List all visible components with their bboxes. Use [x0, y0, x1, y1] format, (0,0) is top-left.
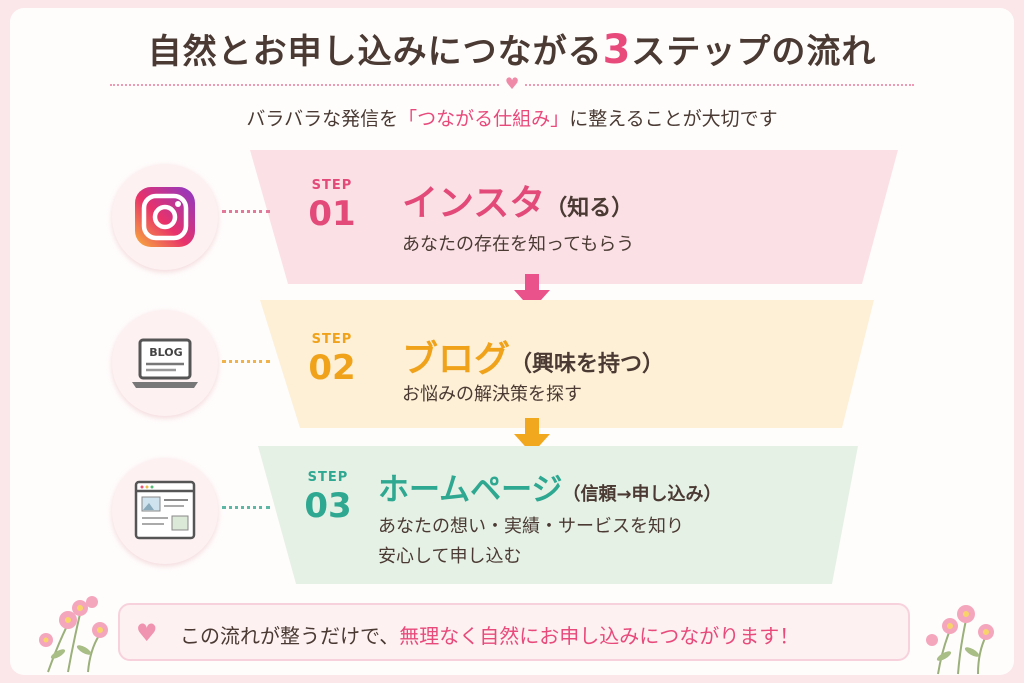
blog-icon-text: BLOG [149, 346, 183, 359]
divider-heart-icon: ♥ [500, 74, 524, 93]
blog-laptop-icon [132, 338, 198, 388]
heart-icon: ♥ [136, 619, 158, 647]
step-2-number: 02 [308, 348, 356, 388]
step-3-description-1: あなたの想い・実績・サービスを知り [378, 516, 684, 537]
step-3-band: STEP 03 ホームページ（信頼→申し込み） あなたの想い・実績・サービスを知… [0, 446, 1024, 584]
step-3-heading: ホームページ（信頼→申し込み） [378, 472, 722, 508]
step-1-icon-circle [112, 164, 218, 270]
step-3-icon-circle [112, 458, 218, 564]
step-1-band: STEP 01 インスタ（知る） あなたの存在を知ってもらう [0, 150, 1024, 284]
step-2-band-shape [260, 300, 874, 428]
arrow-down-icon-2 [514, 418, 550, 454]
step-1-band-shape [250, 150, 898, 284]
step-2-label: STEP [311, 332, 353, 347]
bottom-message: この流れが整うだけで、無理なく自然にお申し込みにつながります！ [180, 624, 800, 648]
step-1-connector [222, 210, 270, 213]
flower-decoration-left-icon [39, 596, 108, 673]
step-1-label: STEP [311, 178, 353, 193]
bottom-message-box: ♥ この流れが整うだけで、無理なく自然にお申し込みにつながります！ [118, 603, 910, 661]
step-3-number: 03 [304, 486, 352, 526]
step-3-band-shape [258, 446, 858, 584]
step-2-connector [222, 360, 270, 363]
step-2-heading: ブログ（興味を持つ） [402, 339, 665, 380]
step-2-description: お悩みの解決策を探す [402, 384, 582, 405]
step-3-description-2: 安心して申し込む [378, 546, 522, 567]
step-1-number: 01 [308, 194, 356, 234]
step-2-band: BLOG STEP 02 ブログ（興味を持つ） お悩みの解決策を探す [0, 300, 1024, 428]
flower-decoration-right-icon [926, 605, 994, 675]
page-title: 自然とお申し込みにつながる3ステップの流れ [147, 27, 877, 73]
homepage-browser-icon [134, 480, 196, 540]
step-1-heading: インスタ（知る） [402, 183, 634, 224]
step-2-icon-circle: BLOG [112, 310, 218, 416]
subtitle: バラバラな発信を「つながる仕組み」に整えることが大切です [246, 108, 778, 130]
step-3-label: STEP [307, 470, 349, 485]
instagram-icon [135, 187, 195, 247]
step-1-description: あなたの存在を知ってもらう [402, 234, 635, 255]
step-3-connector [222, 506, 270, 509]
